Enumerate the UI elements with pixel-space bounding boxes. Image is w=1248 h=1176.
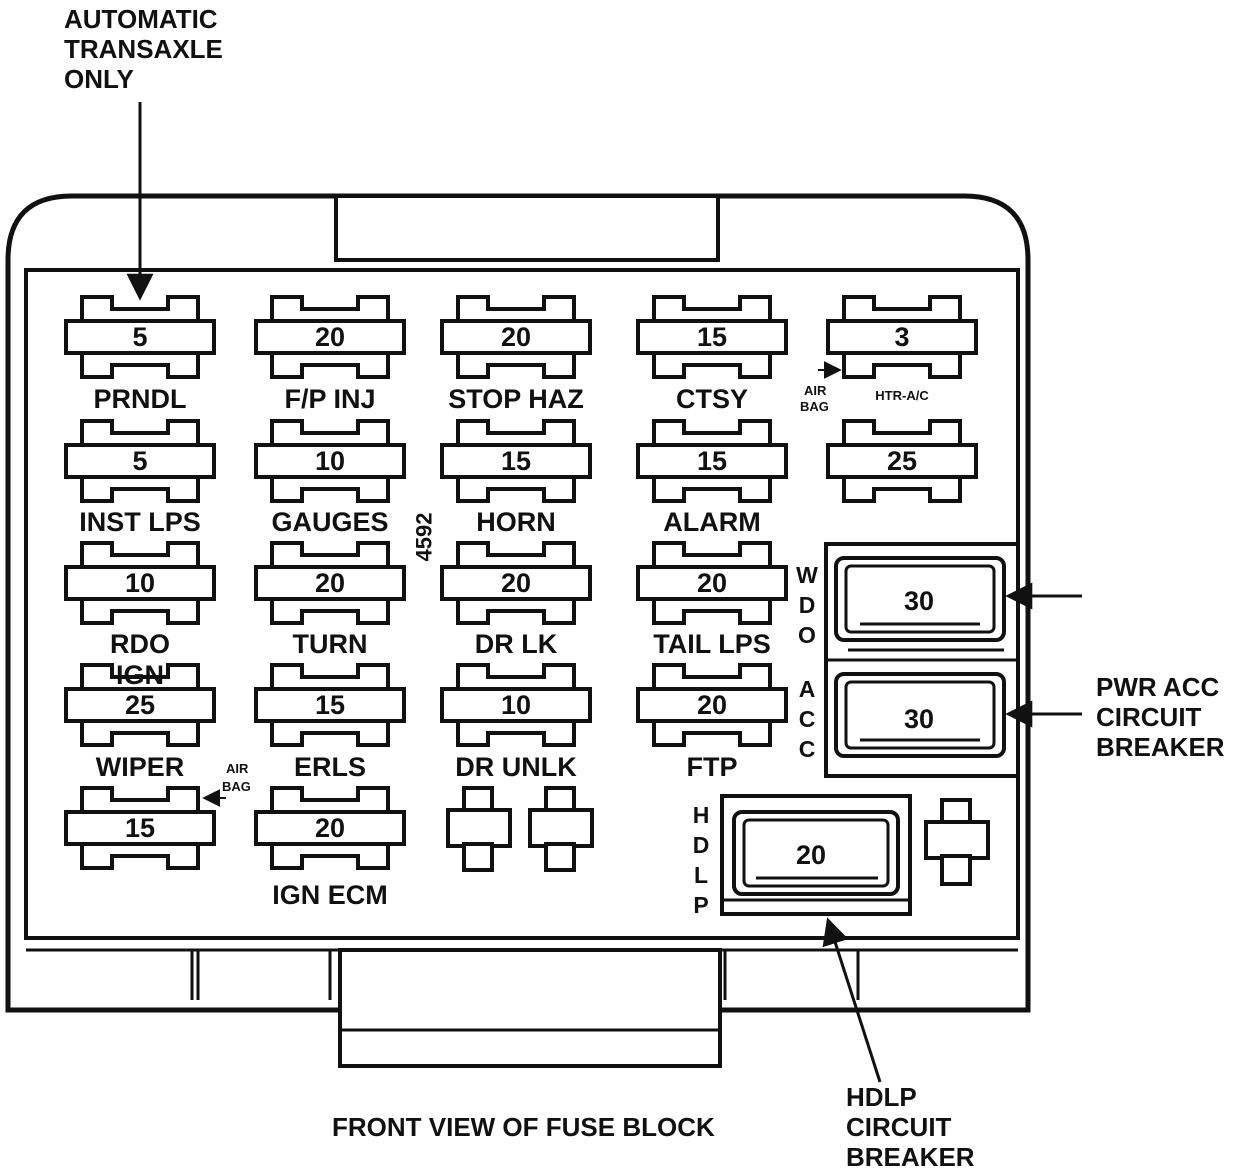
fuse bbox=[64, 419, 216, 503]
air-bag-label-top-air: AIR bbox=[804, 383, 827, 398]
air-bag-label-top-bag: BAG bbox=[800, 399, 829, 414]
wdo-acc-breaker-housing bbox=[824, 542, 1020, 778]
fuse-amps: 3 bbox=[894, 322, 910, 352]
breaker-wdo-side-label: W D O bbox=[796, 562, 818, 648]
fuse bbox=[826, 419, 978, 503]
fuse bbox=[254, 295, 406, 379]
fuse-label: CTSY bbox=[675, 384, 748, 414]
fuse bbox=[64, 295, 216, 379]
fuse-label: STOP HAZ bbox=[448, 384, 584, 414]
fuse bbox=[254, 419, 406, 503]
breaker-acc-side-label: A C C bbox=[798, 676, 816, 762]
fuse-label: FTP bbox=[686, 752, 738, 782]
fuse-label: IGN ECM bbox=[272, 880, 388, 910]
fuse-amps: 20 bbox=[314, 322, 346, 352]
rdo-ign-label: IGN bbox=[116, 660, 165, 690]
fuse-amps: 15 bbox=[500, 446, 532, 476]
diagram-caption: FRONT VIEW OF FUSE BLOCK bbox=[332, 1112, 715, 1142]
fuse-amps: 10 bbox=[124, 568, 156, 598]
breaker-acc bbox=[834, 672, 1006, 758]
fuse bbox=[64, 663, 216, 747]
fuse bbox=[636, 663, 788, 747]
fuse-amps: 15 bbox=[696, 322, 728, 352]
fuse bbox=[254, 541, 406, 625]
air-bag-label-bottom-air: AIR bbox=[226, 761, 249, 776]
fuse-label: F/P INJ bbox=[284, 384, 376, 414]
breaker-hdlp bbox=[720, 794, 912, 916]
top-tab bbox=[334, 194, 720, 262]
fuse bbox=[636, 419, 788, 503]
fuse-amps: 20 bbox=[314, 813, 346, 843]
fuse-amps: 20 bbox=[696, 568, 728, 598]
automatic-transaxle-callout: AUTOMATIC TRANSAXLE ONLY bbox=[64, 4, 223, 94]
fuse-amps: 25 bbox=[124, 690, 156, 720]
fuse bbox=[440, 663, 592, 747]
hdlp-breaker-callout: HDLP CIRCUIT BREAKER bbox=[846, 1082, 975, 1172]
fuse-label: DR UNLK bbox=[455, 752, 577, 782]
empty-socket bbox=[528, 786, 594, 872]
pwr-acc-breaker-callout: PWR ACC CIRCUIT BREAKER bbox=[1096, 672, 1225, 762]
fuse-amps: 15 bbox=[696, 446, 728, 476]
fuse bbox=[636, 295, 788, 379]
fuse-amps: 20 bbox=[500, 322, 532, 352]
fuse-amps: 10 bbox=[500, 690, 532, 720]
breaker-hdlp-side-label: H D L P bbox=[692, 802, 710, 918]
fuse-label: TAIL LPS bbox=[653, 629, 771, 659]
part-number: 4592 bbox=[411, 512, 437, 562]
fuse-label: RDO bbox=[110, 629, 170, 659]
fuse bbox=[254, 786, 406, 870]
fuse-amps: 20 bbox=[314, 568, 346, 598]
fuse-amps: 20 bbox=[696, 690, 728, 720]
fuse-label: HTR-A/C bbox=[875, 388, 929, 403]
fuse-label: ERLS bbox=[293, 752, 366, 782]
hdlp-arrow bbox=[822, 917, 882, 1083]
breaker-wdo-amps: 30 bbox=[904, 586, 935, 616]
empty-socket bbox=[446, 786, 512, 872]
breaker-acc-amps: 30 bbox=[904, 704, 935, 734]
air-bag-label-bottom-bag: BAG bbox=[222, 779, 251, 794]
fuse-label: WIPER bbox=[95, 752, 185, 782]
fuse-label: PRNDL bbox=[93, 384, 187, 414]
fuse-label: ALARM bbox=[663, 507, 761, 537]
fuse-amps: 25 bbox=[886, 446, 918, 476]
fuse bbox=[64, 541, 216, 625]
breaker-hdlp-amps: 20 bbox=[796, 840, 827, 870]
fuse bbox=[440, 541, 592, 625]
fuse bbox=[440, 295, 592, 379]
fuse bbox=[64, 786, 216, 870]
fuse-amps: 10 bbox=[314, 446, 346, 476]
empty-socket bbox=[924, 798, 990, 886]
fuse bbox=[440, 419, 592, 503]
fuse bbox=[826, 295, 978, 379]
breaker-wdo bbox=[834, 556, 1006, 652]
fuse-block-housing bbox=[5, 193, 1031, 1013]
fuse-amps: 5 bbox=[132, 446, 148, 476]
fuse-label: DR LK bbox=[474, 629, 558, 659]
fuse-amps: 15 bbox=[314, 690, 346, 720]
fuse-amps: 15 bbox=[124, 813, 156, 843]
fuse-label: INST LPS bbox=[79, 507, 201, 537]
fuse-amps: 20 bbox=[500, 568, 532, 598]
fuse-grid bbox=[64, 295, 978, 870]
fuse bbox=[254, 663, 406, 747]
fuse-label: HORN bbox=[476, 507, 556, 537]
fuse-amps: 5 bbox=[132, 322, 148, 352]
fuse-label: GAUGES bbox=[271, 507, 389, 537]
bottom-tab bbox=[338, 948, 722, 1068]
fuse bbox=[636, 541, 788, 625]
fuse-label: TURN bbox=[292, 629, 368, 659]
